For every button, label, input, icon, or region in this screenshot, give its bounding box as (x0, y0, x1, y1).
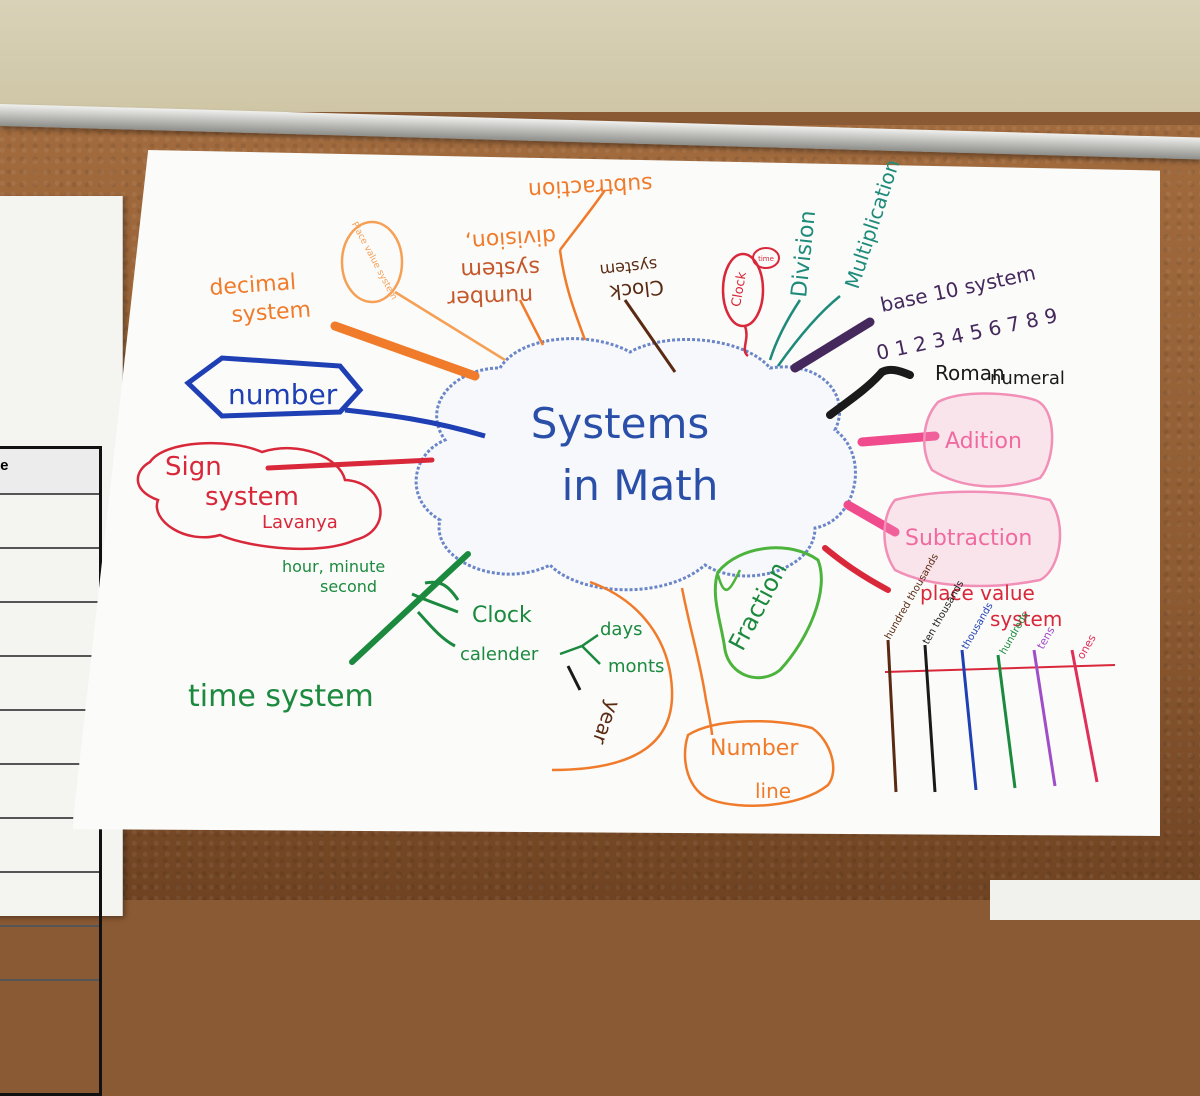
division-branch (768, 299, 802, 361)
center-title-line1: Systems (531, 399, 710, 448)
clock-system-line1: Clock (608, 275, 665, 305)
number-label: number (228, 378, 338, 411)
place-bubble (340, 220, 404, 304)
base10-branch (790, 317, 875, 373)
multiplication-label: Multiplication (840, 156, 904, 291)
time-title: time system (188, 679, 374, 714)
place-value-branch (822, 545, 891, 593)
roman-line1: Roman (935, 361, 1005, 385)
division-upside-branch (558, 189, 607, 341)
time-second-label: second (320, 577, 377, 596)
clock-tiny-bubble (752, 247, 780, 269)
time-days-label: days (600, 619, 643, 640)
left-table-row (0, 657, 99, 711)
sign-line1: Sign (165, 452, 222, 482)
place-bubble-branch (394, 290, 506, 362)
place-col-ones: ones (1074, 632, 1098, 661)
addition-cloud (923, 392, 1054, 488)
mind-map-drawing: Systems in Math decimal system Place val… (136, 156, 1116, 807)
left-table-row (0, 819, 99, 873)
subtraction-branch (843, 500, 900, 537)
number-system-line1: number (446, 283, 534, 311)
clock-bubble-branch (743, 325, 749, 357)
clock-tiny-text: time (758, 255, 774, 263)
time-monts-label: monts (608, 656, 664, 677)
time-branch-hour (424, 580, 460, 601)
sign-line2: system (205, 482, 299, 512)
number-line-line1: Number (710, 736, 799, 761)
subtraction-upside-label: subtraction (527, 171, 653, 202)
clock-system-branch (623, 299, 677, 373)
time-branch-calender (416, 610, 456, 648)
number-hexagon (184, 355, 364, 419)
center-title-line2: in Math (562, 461, 719, 510)
number-line-line2: line (755, 779, 791, 803)
number-system-line2: system (460, 255, 540, 283)
addition-label: Adition (945, 429, 1022, 454)
roman-line2: numeral (990, 368, 1065, 389)
multiplication-branch (776, 295, 841, 367)
decimal-label-line1: decimal (209, 270, 297, 301)
number-branch (344, 407, 486, 439)
clock-system-line2: system (599, 255, 659, 280)
base10-line1: base 10 system (878, 261, 1038, 317)
left-table-row (0, 495, 99, 549)
addition-branch (857, 431, 940, 447)
subtraction-label: Subtraction (905, 526, 1032, 551)
time-calender-label: calender (460, 644, 539, 665)
left-table-row (0, 927, 99, 981)
number-line-cloud (683, 719, 835, 807)
center-cloud (414, 337, 857, 592)
time-hour-label: hour, minute (282, 557, 385, 576)
left-table-header: le (0, 449, 99, 495)
time-branch-main (349, 551, 471, 665)
sign-line3: Lavanya (262, 512, 338, 533)
number-line-branch (680, 587, 714, 736)
division-upside-label: division, (464, 223, 557, 254)
division-label: Division (787, 209, 821, 298)
left-table-row (0, 711, 99, 765)
calender-fork (559, 633, 601, 665)
time-clock-label: Clock (472, 603, 532, 628)
sign-branch (265, 457, 435, 471)
time-orange-curve (551, 580, 674, 772)
left-table-row (0, 603, 99, 657)
clock-bubble (721, 252, 765, 328)
wall (0, 0, 1200, 112)
place-value-line2: system (990, 607, 1062, 631)
left-table-row (0, 765, 99, 819)
left-table-row (0, 549, 99, 603)
subtraction-cloud (883, 490, 1062, 588)
fraction-bubble (713, 546, 823, 680)
roman-branch (826, 365, 914, 419)
sign-cloud (136, 441, 382, 551)
decimal-label-line2: system (231, 297, 312, 327)
year-branch (566, 665, 582, 691)
place-value-line1: place value (920, 581, 1035, 605)
time-year-label: year (587, 697, 625, 748)
clock-bubble-text: Clock (729, 270, 750, 308)
number-system-branch (518, 299, 545, 346)
fraction-branch (716, 569, 742, 591)
decimal-branch (330, 321, 480, 381)
time-branch-clock (411, 592, 459, 614)
